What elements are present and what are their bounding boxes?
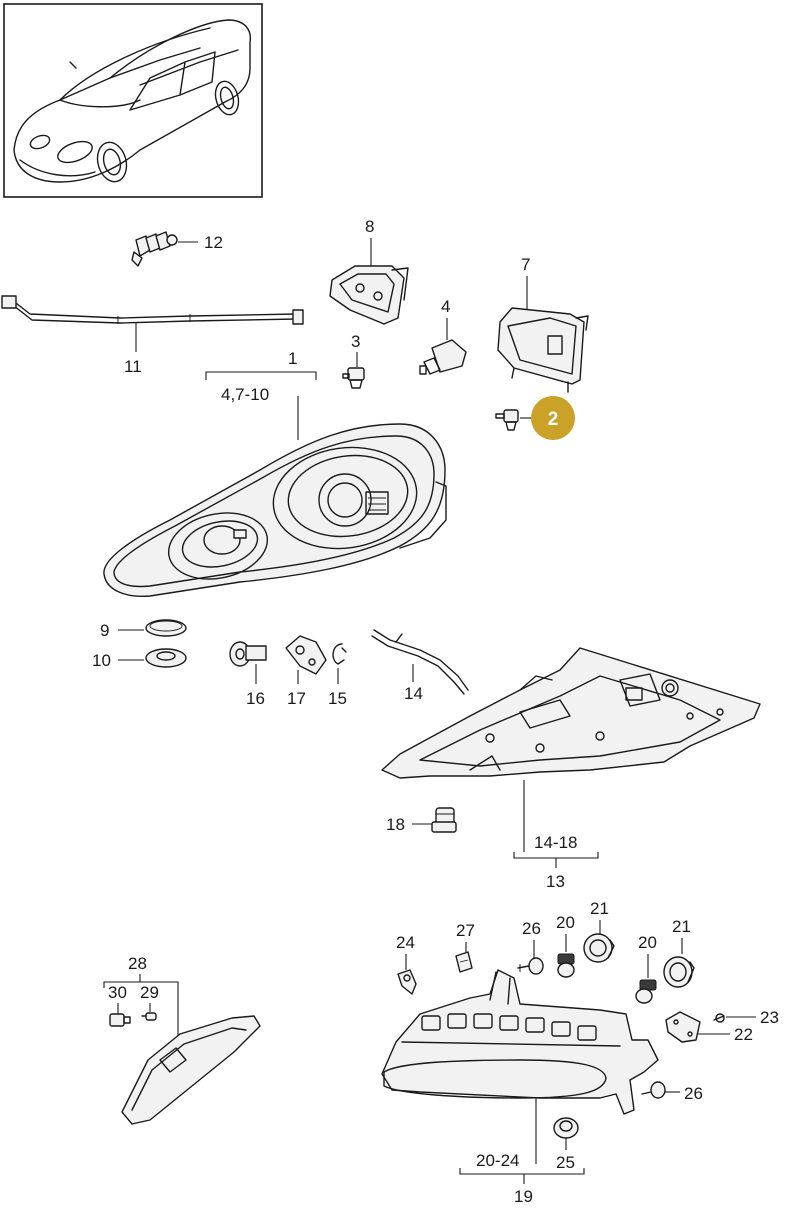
callout-21-top: 21 bbox=[590, 899, 609, 918]
callout-16: 16 bbox=[246, 689, 265, 708]
part-8-housing-cover bbox=[329, 265, 409, 325]
part-9-cap bbox=[145, 619, 187, 637]
part-2-bulb bbox=[495, 409, 519, 431]
callout-14: 14 bbox=[404, 684, 423, 703]
part-14-rod bbox=[371, 629, 469, 695]
part-4-bulb-socket bbox=[419, 339, 467, 375]
part-25-ring bbox=[553, 1117, 579, 1139]
callout-29: 29 bbox=[140, 983, 159, 1002]
callout-27: 27 bbox=[456, 921, 475, 940]
callout-21-bottom: 21 bbox=[672, 917, 691, 936]
part-1-headlight-assembly bbox=[103, 423, 447, 597]
callout-28: 28 bbox=[128, 954, 147, 973]
part-13-mounting-plate bbox=[381, 647, 761, 779]
part-21-ring-top bbox=[583, 933, 615, 963]
vehicle-overview-inset bbox=[3, 3, 263, 198]
callout-19-group: 20-24 bbox=[476, 1151, 519, 1170]
part-23-screw bbox=[713, 1013, 725, 1023]
part-3-bulb bbox=[342, 367, 365, 389]
part-15-clip bbox=[332, 643, 347, 665]
part-30-socket bbox=[109, 1013, 131, 1027]
part-19-fog-lamp-assembly bbox=[381, 969, 659, 1115]
callout-8: 8 bbox=[365, 217, 374, 236]
part-26-screw-bottom bbox=[641, 1081, 666, 1099]
callout-1: 1 bbox=[288, 349, 297, 368]
callout-1-group: 4,7-10 bbox=[221, 385, 269, 404]
callout-23: 23 bbox=[760, 1008, 779, 1027]
callout-3: 3 bbox=[351, 332, 360, 351]
callout-20-bottom: 20 bbox=[638, 933, 657, 952]
part-12-clips bbox=[131, 231, 178, 267]
part-16-screw bbox=[229, 641, 267, 667]
callout-10: 10 bbox=[92, 651, 111, 670]
callout-15: 15 bbox=[328, 689, 347, 708]
part-11-wiring-harness bbox=[1, 295, 304, 325]
callout-30: 30 bbox=[108, 983, 127, 1002]
callout-25: 25 bbox=[556, 1153, 575, 1172]
callout-19: 19 bbox=[514, 1187, 533, 1206]
callout-12: 12 bbox=[204, 233, 223, 252]
callout-9: 9 bbox=[100, 621, 109, 640]
callout-4: 4 bbox=[441, 297, 450, 316]
part-20-bulb-top bbox=[557, 953, 575, 978]
part-10-seal bbox=[145, 648, 187, 668]
callout-24: 24 bbox=[396, 933, 415, 952]
callout-13-group: 14-18 bbox=[534, 833, 577, 852]
part-20-bulb-bottom bbox=[635, 979, 657, 1004]
part-7-cover-housing bbox=[497, 307, 589, 393]
callout-26-top: 26 bbox=[522, 919, 541, 938]
callout-17: 17 bbox=[287, 689, 306, 708]
callout-13: 13 bbox=[546, 872, 565, 891]
part-28-side-marker bbox=[121, 1015, 261, 1125]
part-24-clip bbox=[397, 969, 417, 995]
highlight-badge-label: 2 bbox=[548, 409, 559, 430]
callout-11: 11 bbox=[124, 357, 142, 376]
part-26-screw-top bbox=[517, 957, 544, 975]
callout-18: 18 bbox=[386, 815, 405, 834]
part-21-ring-bottom bbox=[663, 956, 695, 988]
callout-20-top: 20 bbox=[556, 913, 575, 932]
part-27-clip bbox=[455, 951, 473, 973]
callout-22: 22 bbox=[734, 1025, 753, 1044]
part-17-bracket bbox=[285, 635, 327, 675]
callout-26-bottom: 26 bbox=[684, 1084, 703, 1103]
part-22-module bbox=[665, 1011, 701, 1043]
part-29-bulb bbox=[141, 1012, 157, 1021]
highlight-badge-2[interactable] bbox=[531, 396, 575, 440]
part-18-nut bbox=[431, 807, 457, 833]
callout-7: 7 bbox=[521, 255, 530, 274]
